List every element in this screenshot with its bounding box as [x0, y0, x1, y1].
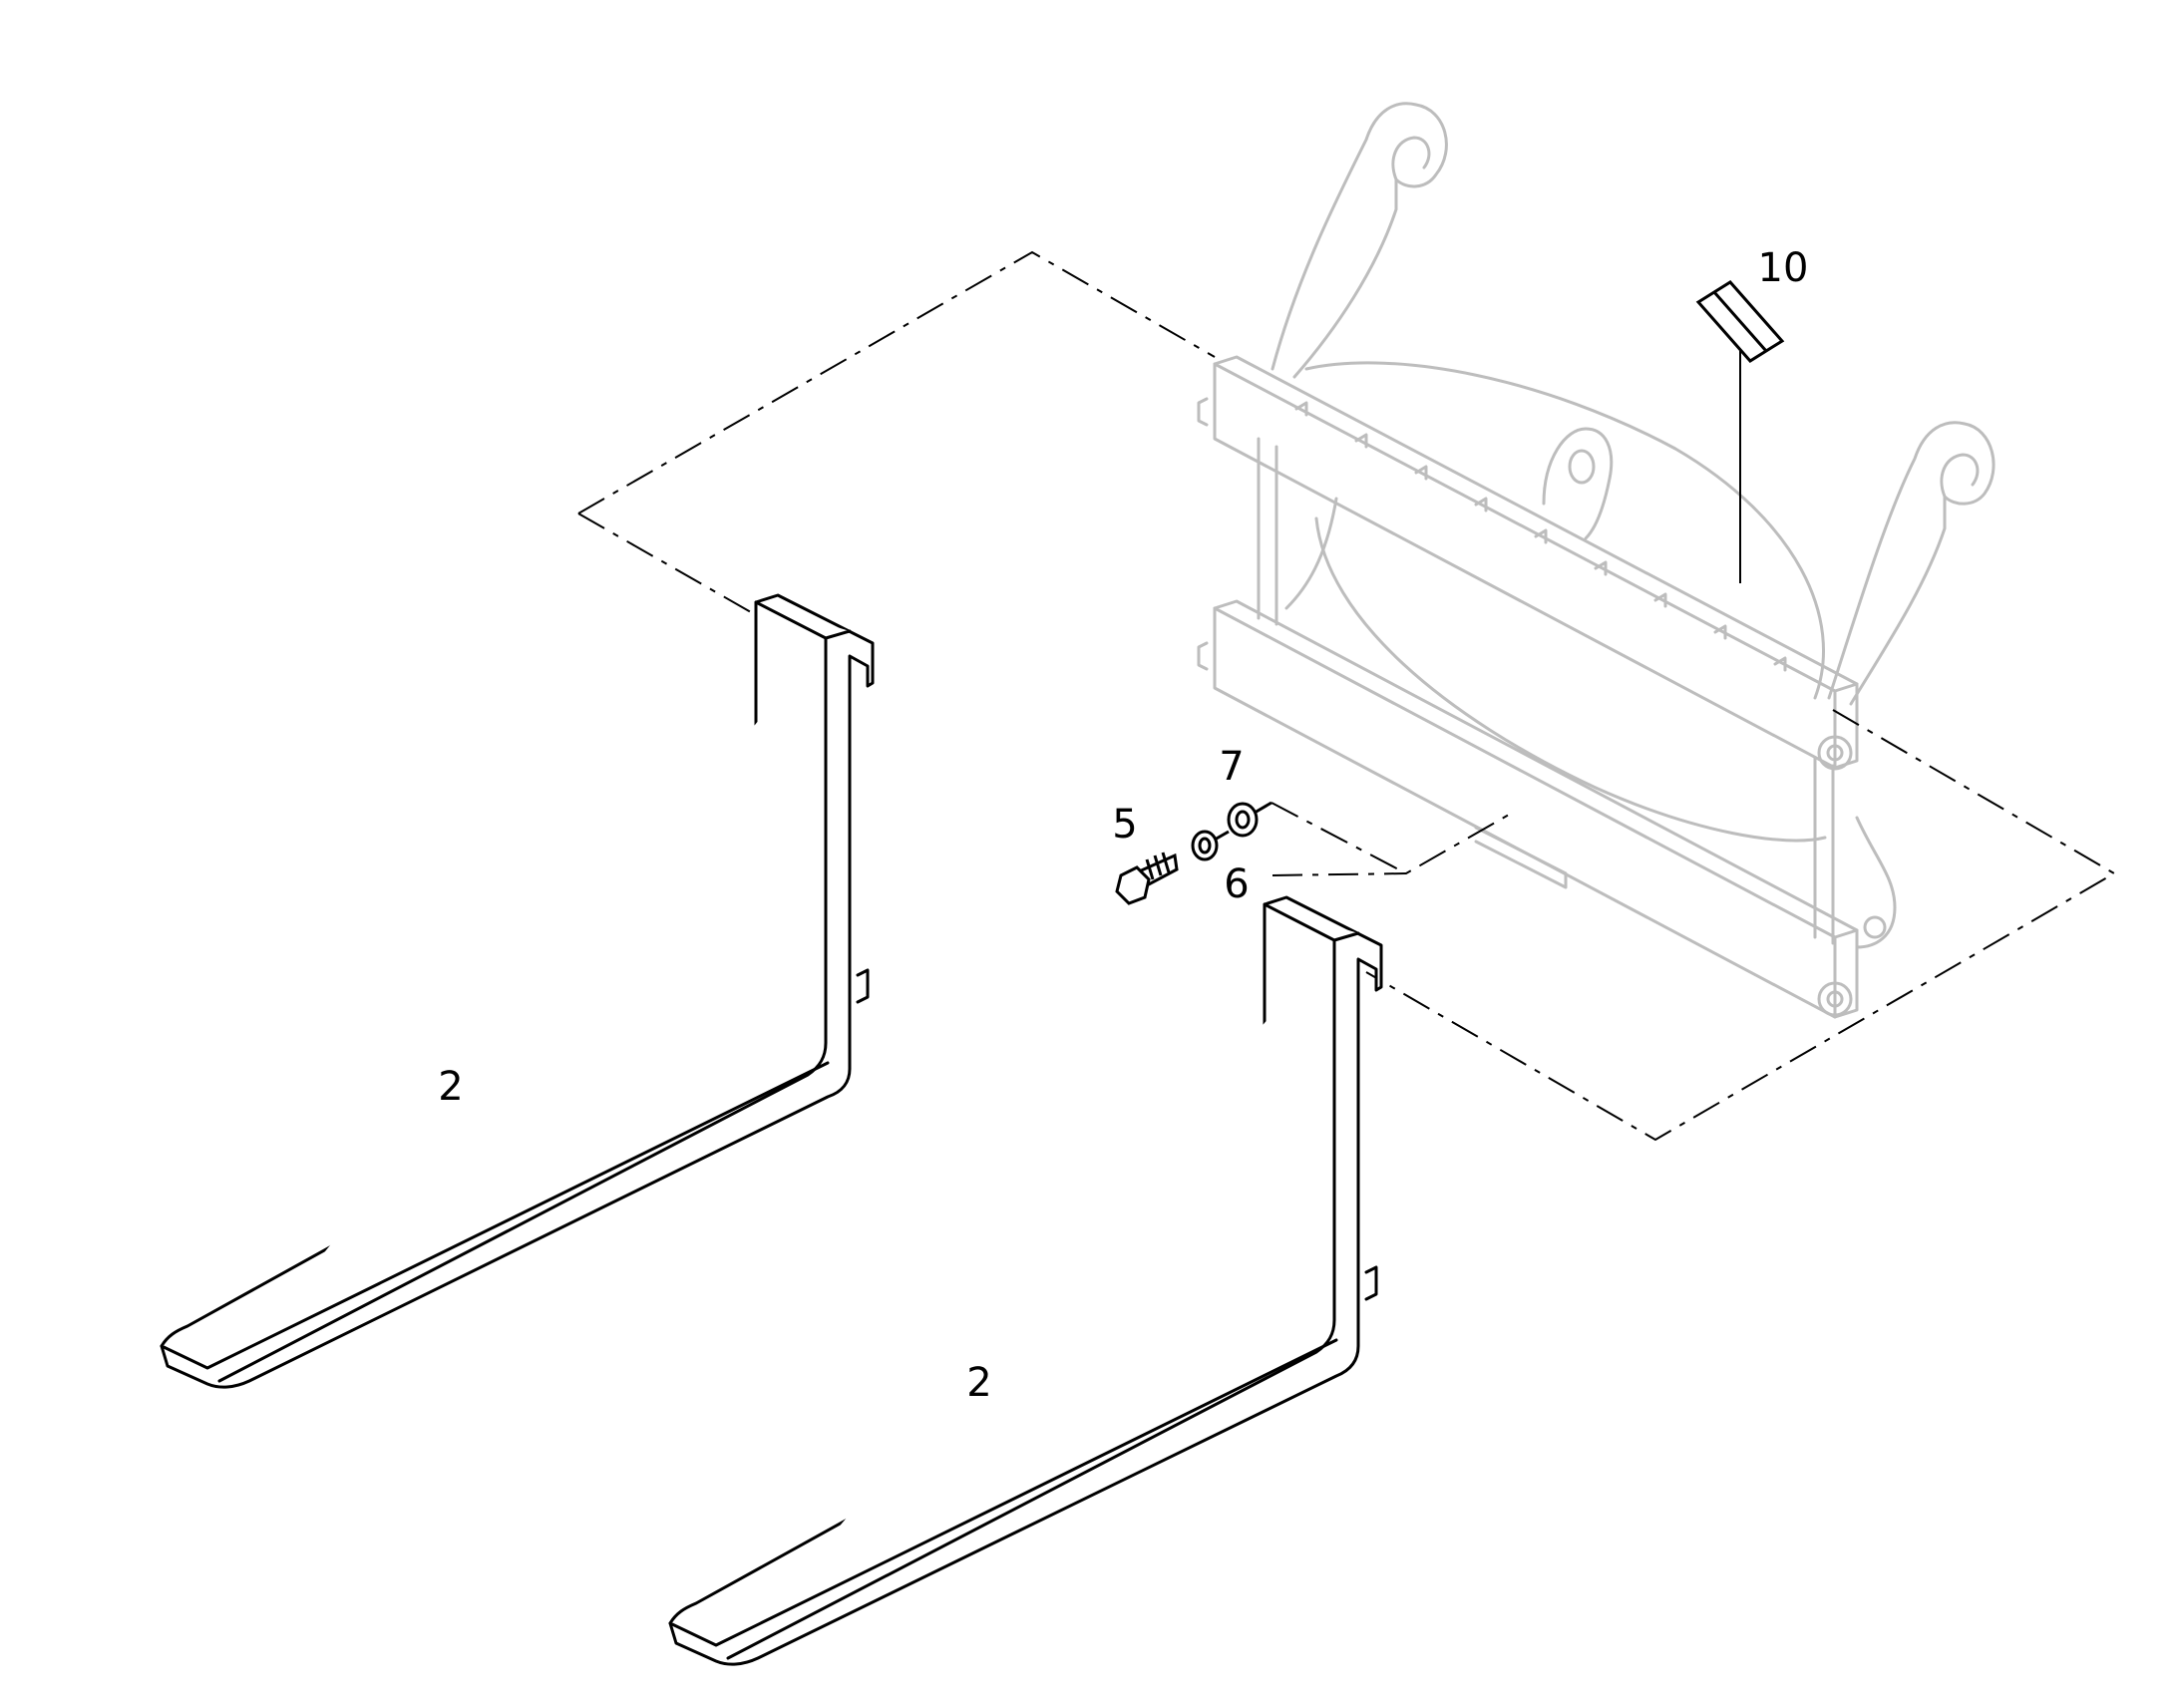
callout-fork-right: 2 — [966, 1360, 991, 1406]
fork-right-part — [668, 895, 1383, 1666]
assembly-outline — [577, 250, 2116, 1142]
callouts: 2 2 5 6 7 10 — [438, 245, 1808, 1406]
lock-washer-part — [1191, 830, 1219, 861]
decal-part — [1695, 280, 1785, 583]
callout-fork-left: 2 — [438, 1064, 463, 1110]
bolt-part — [1115, 852, 1179, 905]
hardware-set — [1115, 801, 1272, 905]
fork-left-part — [160, 593, 875, 1389]
callout-bolt: 5 — [1112, 802, 1137, 848]
washer-part — [1227, 802, 1259, 838]
callout-washer: 7 — [1219, 744, 1244, 790]
callout-decal: 10 — [1758, 245, 1809, 291]
callout-lock-washer: 6 — [1224, 861, 1249, 907]
carriage-frame — [1197, 102, 1996, 1019]
